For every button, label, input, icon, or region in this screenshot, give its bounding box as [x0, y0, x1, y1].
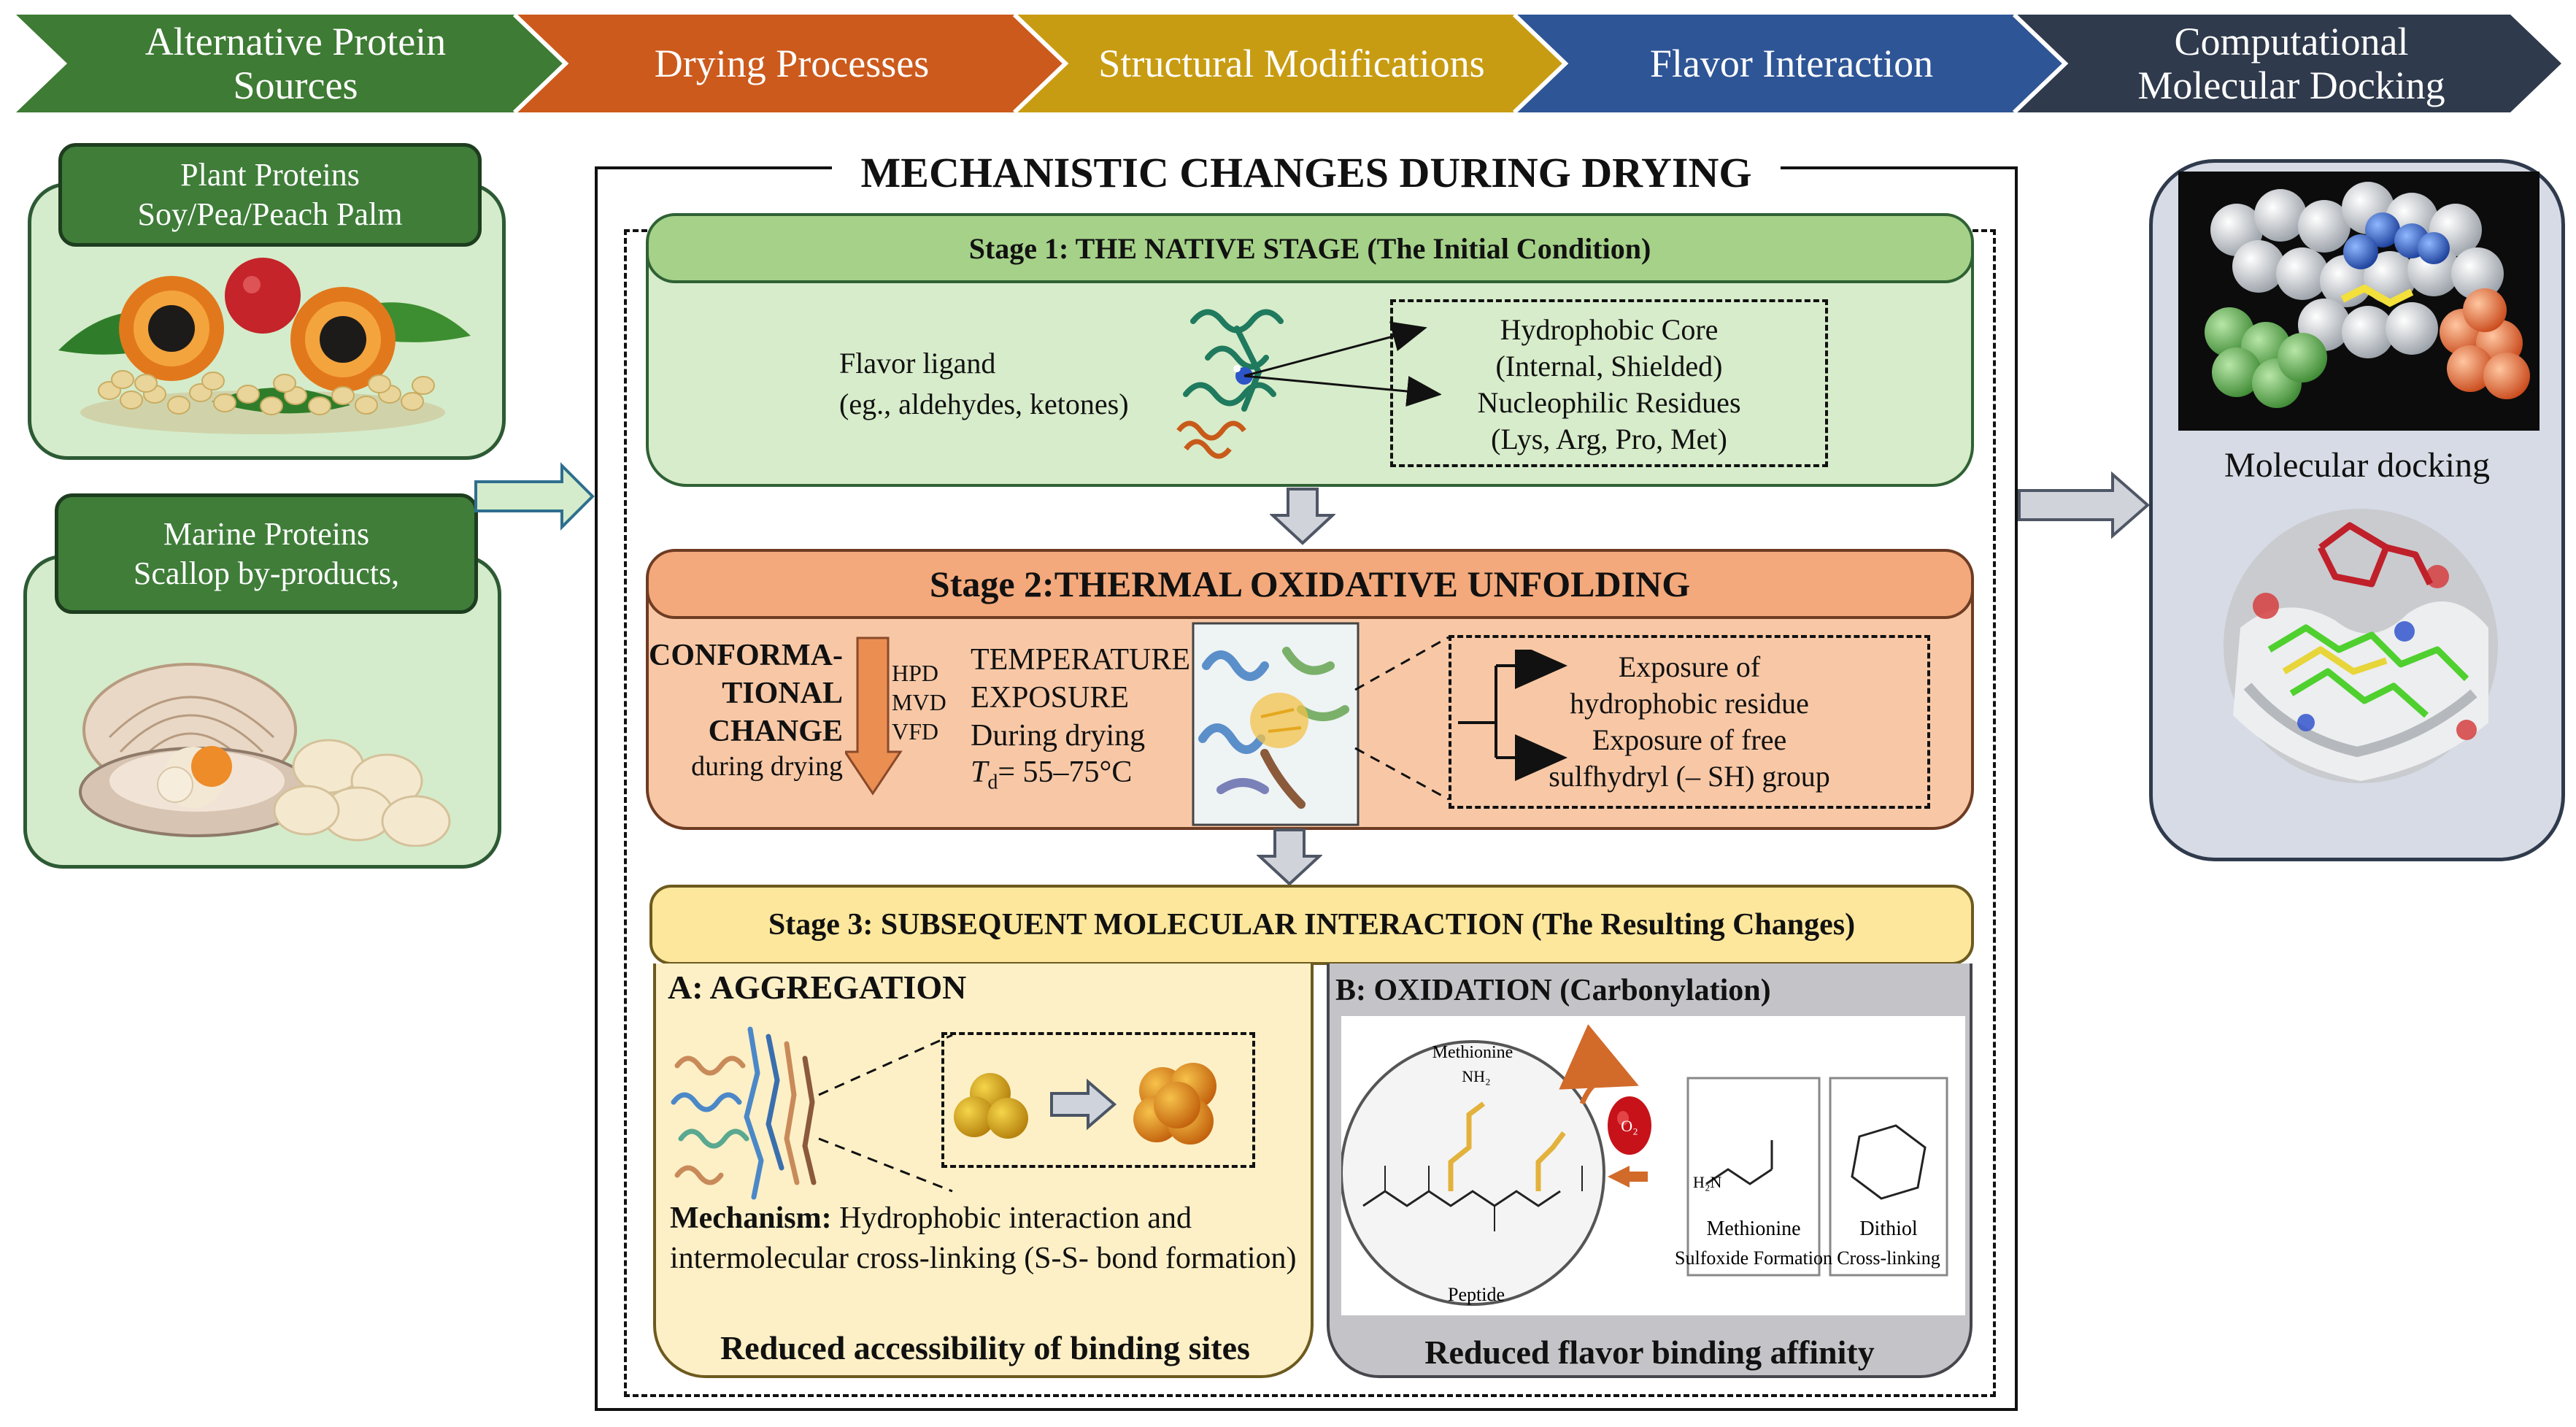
stage1-box-line1: Hydrophobic Core [1500, 313, 1719, 346]
stage2-zoom-lines [1354, 636, 1449, 801]
conformational-line2: TIONAL [722, 677, 843, 710]
scheme-dithiol-line1: Dithiol [1859, 1218, 1918, 1240]
docking-label: Molecular docking [2224, 446, 2490, 485]
plant-protein-subtitle: Soy/Pea/Peach Palm [137, 196, 403, 232]
stage1-box-line2: (Internal, Shielded) [1495, 350, 1723, 382]
method-vfd: VFD [892, 718, 939, 745]
aggregation-zoom-lines [818, 1034, 953, 1193]
plant-protein-header: Plant Proteins Soy/Pea/Peach Palm [58, 143, 482, 247]
mechanism-text: Hydrophobic interaction and intermolecul… [670, 1201, 1297, 1275]
temp-symbol: T [971, 755, 988, 789]
method-hpd: HPD [892, 660, 939, 686]
stage2-to-stage3-arrow [1257, 828, 1322, 886]
pipeline-label-2: Drying Processes [654, 42, 930, 85]
stage1-box-line3: Nucleophilic Residues [1477, 386, 1741, 419]
pipeline-label-5: Computational Molecular Docking [2069, 16, 2514, 111]
plant-protein-title: Plant Proteins [180, 157, 360, 193]
pipeline-label-1-line1: Alternative Protein [144, 20, 447, 64]
main-title: MECHANISTIC CHANGES DURING DRYING [832, 143, 1781, 201]
output-arrow [2018, 471, 2151, 539]
stage2-title: Stage 2:THERMAL OXIDATIVE UNFOLDING [646, 549, 1974, 619]
pipeline-label-5-line2: Molecular Docking [2137, 64, 2445, 107]
temperature-line1: TEMPERATURE [971, 643, 1191, 677]
scheme-peptide: Peptide [1448, 1284, 1505, 1305]
exposure-line1: Exposure of [1618, 650, 1761, 683]
scheme-nh2: NH₂ [1462, 1067, 1490, 1085]
exposure-branch-arrows [1458, 650, 1567, 781]
flavor-ligand-line2: (eg., aldehydes, ketones) [839, 388, 1129, 420]
during-drying-label: during drying [691, 751, 843, 782]
drying-methods: HPD MVD VFD [892, 658, 946, 746]
pipeline-label-1-line2: Sources [233, 64, 358, 107]
pipeline-arrow-4 [1514, 15, 2065, 112]
temp-range: = 55–75°C [998, 755, 1133, 789]
stage1-residue-box [1390, 299, 1828, 467]
stage3-title: Stage 3: SUBSEQUENT MOLECULAR INTERACTIO… [649, 885, 1974, 965]
native-protein-image [1176, 309, 1441, 459]
stage1-title: Stage 1: THE NATIVE STAGE (The Initial C… [646, 213, 1974, 283]
pipeline-arrow-5 [2014, 15, 2561, 112]
conformational-change-label: CONFORMA- TIONAL CHANGE [646, 636, 843, 750]
pipeline-label-1: Alternative Protein Sources [73, 16, 518, 111]
pipeline-arrow-1 [16, 15, 566, 112]
temperature-value: Td= 55–75°C [971, 753, 1132, 801]
aggregation-spheres [954, 1063, 1216, 1145]
conformational-line3: CHANGE [708, 715, 843, 748]
stage1-box-line4: (Lys, Arg, Pro, Met) [1491, 423, 1727, 455]
temperature-line3: During drying [971, 719, 1146, 753]
docking-pocket-image [2224, 509, 2498, 783]
aggregation-zoom-box [941, 1032, 1255, 1168]
scheme-o2: O₂ [1621, 1117, 1638, 1135]
mechanism-label: Mechanism: [670, 1201, 832, 1235]
scheme-dithiol-line2: Cross-linking [1837, 1247, 1940, 1269]
aggregation-mechanism: Mechanism: Hydrophobic interaction and i… [670, 1199, 1297, 1279]
oxidation-title: B: OXIDATION (Carbonylation) [1335, 974, 1771, 1007]
marine-protein-subtitle: Scallop by-products, [133, 555, 400, 591]
marine-protein-image [79, 663, 451, 847]
exposure-line3: Exposure of free [1592, 723, 1787, 756]
pipeline-arrow-2 [514, 15, 1065, 112]
conformational-line1: CONFORMA- [649, 639, 843, 672]
conformational-down-arrow [845, 636, 903, 796]
flavor-ligand-line1: Flavor ligand [839, 347, 996, 380]
scheme-sulfoxide-line2: Sulfoxide Formation [1675, 1247, 1832, 1269]
method-mvd: MVD [892, 689, 946, 715]
aggregation-result: Reduced accessibility of binding sites [720, 1329, 1250, 1366]
stage2-exposure-box [1449, 635, 1930, 809]
pipeline-arrows [16, 12, 2561, 115]
marine-protein-header: Marine Proteins Scallop by-products, [55, 493, 478, 614]
pipeline-label-3: Structural Modifications [1098, 42, 1485, 85]
exposure-line4: sulfhydryl (– SH) group [1549, 760, 1830, 793]
pipeline-label-5-line1: Computational [2174, 20, 2409, 64]
input-arrow [474, 462, 595, 531]
plant-protein-image [58, 258, 471, 434]
pipeline-arrow-3 [1014, 15, 1565, 112]
marine-protein-title: Marine Proteins [163, 515, 370, 552]
exposure-line2: hydrophobic residue [1570, 687, 1809, 720]
aggregation-title: A: AGGREGATION [668, 969, 967, 1006]
aggregated-protein-image [671, 1026, 817, 1200]
temp-subscript: d [987, 771, 998, 794]
scheme-h2n: H₂N [1693, 1173, 1722, 1191]
docking-protein-image [2178, 172, 2540, 431]
temperature-line2: EXPOSURE [971, 681, 1130, 715]
oxidation-scheme: Methionine NH₂ Peptide O₂ H₂N Methionine… [1341, 1024, 1948, 1306]
oxidation-result: Reduced flavor binding affinity [1424, 1334, 1875, 1371]
scheme-methionine: Methionine [1432, 1043, 1513, 1062]
stage1-to-stage2-arrow [1270, 488, 1335, 545]
pipeline-label-4: Flavor Interaction [1649, 42, 1934, 85]
unfolding-protein-image [1192, 622, 1360, 826]
scheme-sulfoxide-line1: Methionine [1706, 1218, 1800, 1240]
